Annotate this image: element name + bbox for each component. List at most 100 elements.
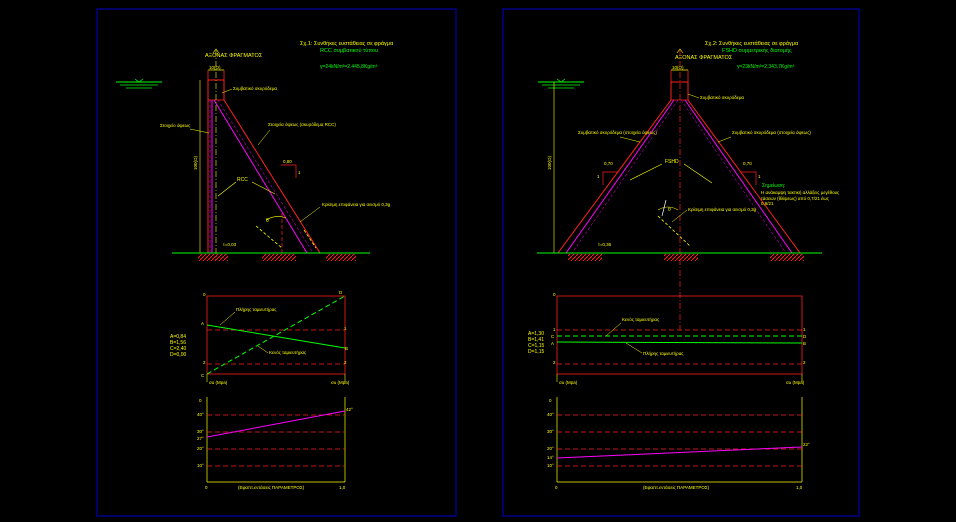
left-fig-subtitle: RCC συμβατικού τύπου <box>320 47 378 54</box>
right-theta: θ <box>668 207 671 213</box>
right-crest: 10(Ο) <box>672 65 684 70</box>
right-tau: τ=0,36 <box>598 242 612 247</box>
right-full-label: Πλήρης ταμιευτήρας <box>643 350 684 356</box>
right-angle-tick-5: 10° <box>547 463 554 468</box>
right-angle-tick-1: 40° <box>547 412 554 417</box>
right-value-2: C=1,15 <box>528 343 544 349</box>
left-value-2: C=2,40 <box>170 346 186 352</box>
left-conventional-label: Συμβατικό σκυρόδεμα <box>233 85 277 91</box>
left-angle-chart <box>206 397 346 483</box>
right-critical-label: Κρίσιμη επιφάνεια για σεισμό 0,3g <box>688 206 757 212</box>
right-right-face-label: Συμβατικό σκυρόδεμα (στοιχεία όψεως) <box>732 129 811 135</box>
right-stab-zero: 0 <box>553 292 556 297</box>
left-stab-D: D <box>339 290 343 295</box>
left-bottom-end: 1,0 <box>339 485 346 490</box>
left-sigma-right: σu (Mpa) <box>331 380 350 385</box>
right-value-3: D=1,15 <box>528 349 544 355</box>
left-stab-2a: 2 <box>344 360 347 365</box>
right-fig-title: Σχ.2: Συνθήκες ευστάθειας σε φράγμα <box>705 40 799 47</box>
left-ground-hatch-3 <box>326 254 356 261</box>
right-value-0: A=1,30 <box>528 331 544 337</box>
left-water-level <box>116 78 162 89</box>
left-angle-tick-2: 30° <box>197 429 204 434</box>
left-stability-chart <box>206 295 346 382</box>
right-slope-one-right: 1 <box>758 174 761 179</box>
right-stab-A: A <box>551 341 554 346</box>
left-angle-tick-0: 0 <box>199 398 202 403</box>
left-full-label: Πλήρης ταμιευτήρας <box>236 306 277 312</box>
right-left-face-label: Συμβατικό σκυρόδεμα (στοιχεία όψεως) <box>578 129 657 135</box>
right-value-1: B=1,41 <box>528 337 544 343</box>
left-upstream-label: Στοιχείο όψεως <box>160 122 191 128</box>
right-note-box: Η ανάκαμψη τακτική αλλάξεις μεγέθους τάσ… <box>761 190 840 206</box>
right-axis-label: ΑΞΟΝΑΣ ΦΡΑΓΜΑΤΟΣ <box>675 55 733 61</box>
left-angle-tick-1: 40° <box>197 412 204 417</box>
left-value-1: B=1,56 <box>170 340 186 346</box>
left-theta: θ <box>266 218 269 224</box>
right-sigma-left: σu (Mpa) <box>559 380 578 385</box>
right-ground-hatch-1 <box>568 254 602 261</box>
right-density: γ=23kN/m³=2.343,7Kg/m³ <box>737 64 795 70</box>
left-dam-body <box>207 48 321 260</box>
right-note-title: Σημείωση: <box>762 183 785 189</box>
left-angle-tick-3: 27° <box>197 436 204 441</box>
left-angle-tick-4: 20° <box>197 446 204 451</box>
right-height: 100(Ο) <box>547 155 552 170</box>
right-stability-chart <box>556 295 803 382</box>
right-stab-C: C <box>551 334 555 339</box>
right-fig-subtitle: FSHD συμμετρικής διατομής <box>722 47 792 54</box>
left-stab-zero: 0 <box>203 292 206 297</box>
right-angle-chart <box>556 397 803 483</box>
left-angle-end: 42° <box>346 407 353 412</box>
right-conventional-label: Συμβατικό σκυρόδεμα <box>700 94 744 100</box>
right-stab-1b: 1 <box>553 327 556 332</box>
left-stab-A: A <box>201 321 204 326</box>
right-bottom-label: (Εφαπτ.εντάσεις ΠΑΡΑΜΕΤΡΟΣ) <box>643 484 710 490</box>
left-fig-title: Σχ.1: Συνθήκες ευστάθειας σε φράγμα <box>300 40 394 47</box>
left-value-0: A=0,84 <box>170 334 186 340</box>
left-empty-label: Κενός ταμιευτήρας <box>269 349 307 355</box>
right-angle-tick-3: 20° <box>547 446 554 451</box>
right-empty-label: Κενός ταμιευτήρας <box>622 316 660 322</box>
right-bottom-zero: 0 <box>555 485 558 490</box>
right-angle-tick-0: 0 <box>549 398 552 403</box>
left-ground-hatch-1 <box>198 254 228 261</box>
left-stab-1: 1 <box>344 326 347 331</box>
right-water-level <box>538 78 584 89</box>
left-value-3: D=0,00 <box>170 352 186 358</box>
right-slope-one-left: 1 <box>597 174 600 179</box>
right-bottom-end: 1,0 <box>796 485 803 490</box>
left-sigma-left: σu (Mpa) <box>209 380 228 385</box>
right-stab-B: B <box>803 341 806 346</box>
left-critical-label: Κρίσιμη επιφάνεια για σεισμό 0,3g <box>322 201 391 207</box>
left-frame <box>96 8 457 517</box>
right-slope-left: 0,70 <box>604 161 613 166</box>
left-bottom-zero: 0 <box>205 485 208 490</box>
right-ground-hatch-2 <box>664 254 698 261</box>
left-height: 100(Ο) <box>193 155 198 170</box>
right-note-text: Η ανάκαμψη τακτική αλλάξεις μεγέθους τάσ… <box>761 190 840 206</box>
left-stab-B: B <box>345 346 348 351</box>
right-angle-tick-2: 30° <box>547 429 554 434</box>
left-density: γ=24kN/m³=2.445,8Kg/m³ <box>320 64 378 70</box>
left-panel: Σχ.1: Συνθήκες ευστάθειας σε φράγμα RCC … <box>116 40 394 490</box>
right-stab-D: D <box>803 334 807 339</box>
right-frame <box>502 8 860 517</box>
left-slope-one: 1 <box>298 170 301 175</box>
right-stab-2a: 2 <box>803 360 806 365</box>
left-angle-tick-5: 10° <box>197 463 204 468</box>
right-ground-hatch-3 <box>770 254 804 261</box>
right-sigma-right: σu (Mpa) <box>786 380 805 385</box>
left-slope-label: 0,80 <box>283 159 292 164</box>
right-stab-2b: 2 <box>553 360 556 365</box>
left-tau: τ=0,03 <box>223 242 237 247</box>
right-panel: Σχ.2: Συνθήκες ευστάθειας σε φράγμα FSHD… <box>528 40 840 490</box>
right-slope-right: 0,70 <box>743 161 752 166</box>
left-ground-hatch-2 <box>262 254 296 261</box>
left-material: RCC <box>237 177 248 183</box>
left-axis-label: ΑΞΟΝΑΣ ΦΡΑΓΜΑΤΟΣ <box>205 53 263 59</box>
right-material: FSHD <box>665 159 679 165</box>
left-stab-2b: 2 <box>203 360 206 365</box>
left-bottom-label: (Εφαπτ.εντάσεις ΠΑΡΑΜΕΤΡΟΣ) <box>238 484 305 490</box>
